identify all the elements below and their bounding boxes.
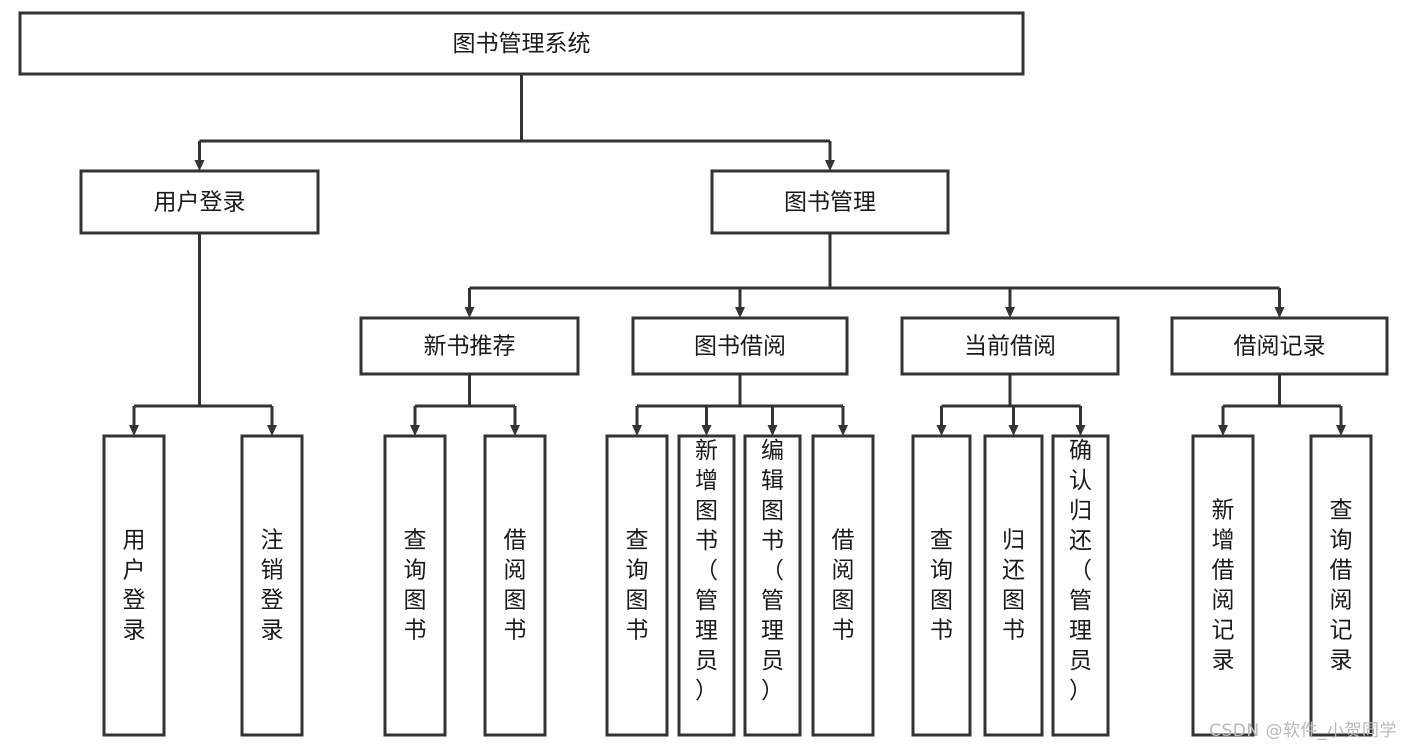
node-box-leaf-add-borrow-record bbox=[1191, 434, 1255, 737]
node-box-leaf-add-book-admin bbox=[677, 434, 736, 737]
node-box-leaf-return-book bbox=[983, 434, 1044, 737]
node-leaf-user-logout[interactable]: 注销登录 bbox=[240, 434, 304, 737]
node-label-leaf-borrow-book-1: 借阅图书 bbox=[504, 528, 527, 644]
node-book-borrow[interactable]: 图书借阅 bbox=[631, 316, 849, 376]
connector-lines bbox=[129, 74, 1346, 436]
node-label-leaf-query-book-2: 查询图书 bbox=[626, 528, 649, 644]
node-label-leaf-add-borrow-record: 新增借阅记录 bbox=[1212, 498, 1235, 674]
node-box-borrow-record bbox=[1170, 316, 1389, 376]
node-box-current-borrow bbox=[900, 316, 1120, 376]
node-book-manage[interactable]: 图书管理 bbox=[710, 169, 950, 235]
node-new-book-rec[interactable]: 新书推荐 bbox=[359, 316, 580, 376]
node-leaf-query-book-3[interactable]: 查询图书 bbox=[911, 434, 972, 737]
node-leaf-query-borrow-record[interactable]: 查询借阅记录 bbox=[1309, 434, 1373, 737]
node-leaf-return-book[interactable]: 归还图书 bbox=[983, 434, 1044, 737]
node-user-login[interactable]: 用户登录 bbox=[79, 169, 320, 235]
node-box-leaf-query-book-1 bbox=[383, 434, 447, 737]
node-label-current-borrow: 当前借阅 bbox=[964, 334, 1056, 360]
node-label-borrow-record: 借阅记录 bbox=[1234, 334, 1326, 360]
node-borrow-record[interactable]: 借阅记录 bbox=[1170, 316, 1389, 376]
node-leaf-borrow-book-1[interactable]: 借阅图书 bbox=[483, 434, 547, 737]
node-box-new-book-rec bbox=[359, 316, 580, 376]
node-label-book-manage: 图书管理 bbox=[784, 190, 876, 216]
node-label-leaf-edit-book-admin: 编辑图书（管理员） bbox=[761, 438, 784, 704]
node-label-user-login: 用户登录 bbox=[154, 190, 246, 216]
node-label-book-borrow: 图书借阅 bbox=[694, 334, 786, 360]
node-leaf-add-book-admin[interactable]: 新增图书（管理员） bbox=[677, 434, 736, 737]
node-box-leaf-borrow-book-1 bbox=[483, 434, 547, 737]
node-boxes: 图书管理系统用户登录图书管理新书推荐图书借阅当前借阅借阅记录用户登录注销登录查询… bbox=[18, 11, 1389, 737]
node-leaf-query-book-2[interactable]: 查询图书 bbox=[605, 434, 669, 737]
node-leaf-confirm-return-admin[interactable]: 确认归还（管理员） bbox=[1051, 434, 1110, 737]
node-leaf-add-borrow-record[interactable]: 新增借阅记录 bbox=[1191, 434, 1255, 737]
node-root[interactable]: 图书管理系统 bbox=[18, 11, 1025, 76]
node-leaf-borrow-book-2[interactable]: 借阅图书 bbox=[811, 434, 875, 737]
node-box-user-login bbox=[79, 169, 320, 235]
node-box-leaf-query-book-2 bbox=[605, 434, 669, 737]
node-label-leaf-user-login: 用户登录 bbox=[123, 528, 146, 644]
node-label-leaf-borrow-book-2: 借阅图书 bbox=[832, 528, 855, 644]
node-label-new-book-rec: 新书推荐 bbox=[424, 334, 516, 360]
node-label-leaf-add-book-admin: 新增图书（管理员） bbox=[695, 438, 718, 704]
node-box-leaf-query-book-3 bbox=[911, 434, 972, 737]
node-box-book-borrow bbox=[631, 316, 849, 376]
node-box-leaf-user-logout bbox=[240, 434, 304, 737]
node-label-leaf-query-book-1: 查询图书 bbox=[404, 528, 427, 644]
node-box-leaf-edit-book-admin bbox=[743, 434, 802, 737]
node-label-leaf-query-borrow-record: 查询借阅记录 bbox=[1330, 498, 1353, 674]
node-leaf-user-login[interactable]: 用户登录 bbox=[102, 434, 166, 737]
node-box-leaf-user-login bbox=[102, 434, 166, 737]
node-label-leaf-return-book: 归还图书 bbox=[1002, 528, 1025, 644]
node-current-borrow[interactable]: 当前借阅 bbox=[900, 316, 1120, 376]
node-leaf-edit-book-admin[interactable]: 编辑图书（管理员） bbox=[743, 434, 802, 737]
node-label-root: 图书管理系统 bbox=[453, 31, 591, 57]
node-box-leaf-confirm-return-admin bbox=[1051, 434, 1110, 737]
csdn-watermark: CSDN @软件_小贺同学 bbox=[1209, 721, 1397, 741]
node-label-leaf-confirm-return-admin: 确认归还（管理员） bbox=[1069, 438, 1092, 704]
node-box-leaf-borrow-book-2 bbox=[811, 434, 875, 737]
node-box-root bbox=[18, 11, 1025, 76]
node-label-leaf-user-logout: 注销登录 bbox=[261, 528, 284, 644]
node-leaf-query-book-1[interactable]: 查询图书 bbox=[383, 434, 447, 737]
node-box-book-manage bbox=[710, 169, 950, 235]
node-label-leaf-query-book-3: 查询图书 bbox=[930, 528, 953, 644]
node-box-leaf-query-borrow-record bbox=[1309, 434, 1373, 737]
